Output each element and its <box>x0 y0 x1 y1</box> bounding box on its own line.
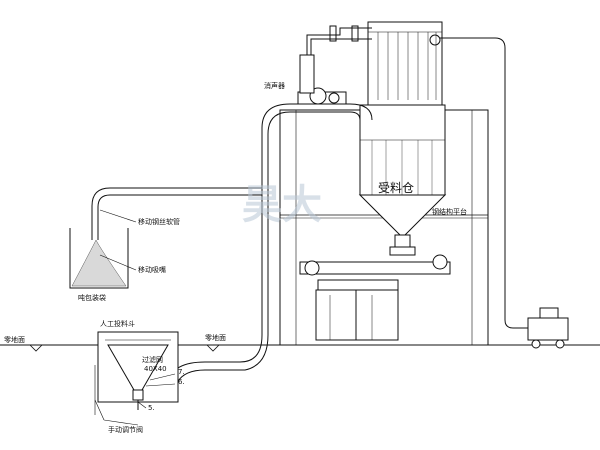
label-receiving-bin: 受料仓 <box>378 181 414 195</box>
ton-bag <box>69 228 129 289</box>
vacuum-pump <box>297 25 372 105</box>
label-callout-7: 7. <box>178 368 185 376</box>
screw-conveyor <box>299 254 451 341</box>
conveying-pipe <box>167 103 373 389</box>
receiving-bin <box>358 104 447 256</box>
ground-marker-left <box>29 344 43 352</box>
label-silencer: 消声器 <box>264 81 285 90</box>
ground-marker-right <box>206 344 220 352</box>
label-screen-size: 40X40 <box>144 365 167 373</box>
label-ground-left: 零地面 <box>4 335 25 344</box>
label-manual-valve: 手动调节阀 <box>108 425 143 434</box>
label-ton-bag: 吨包装袋 <box>78 293 106 302</box>
manual-feed-hopper <box>94 331 179 415</box>
label-steel-wire-hose: 移动钢丝软管 <box>138 217 180 226</box>
label-callout-6: 6. <box>178 378 185 386</box>
label-ground-right: 零地面 <box>205 333 226 342</box>
label-filter-screen: 过滤网 <box>142 355 163 364</box>
label-steel-platform: 钢结构平台 <box>432 207 467 216</box>
leader-lines <box>94 209 176 426</box>
watermark-logo: 昊大 <box>242 182 322 228</box>
air-compressor <box>440 37 569 349</box>
label-callout-5: 5. <box>148 404 155 412</box>
label-manual-hopper: 人工投料斗 <box>100 319 135 328</box>
label-mobile-suction-nozzle: 移动吸嘴 <box>138 265 166 274</box>
suction-hose <box>91 187 262 240</box>
dust-filter <box>367 21 443 106</box>
